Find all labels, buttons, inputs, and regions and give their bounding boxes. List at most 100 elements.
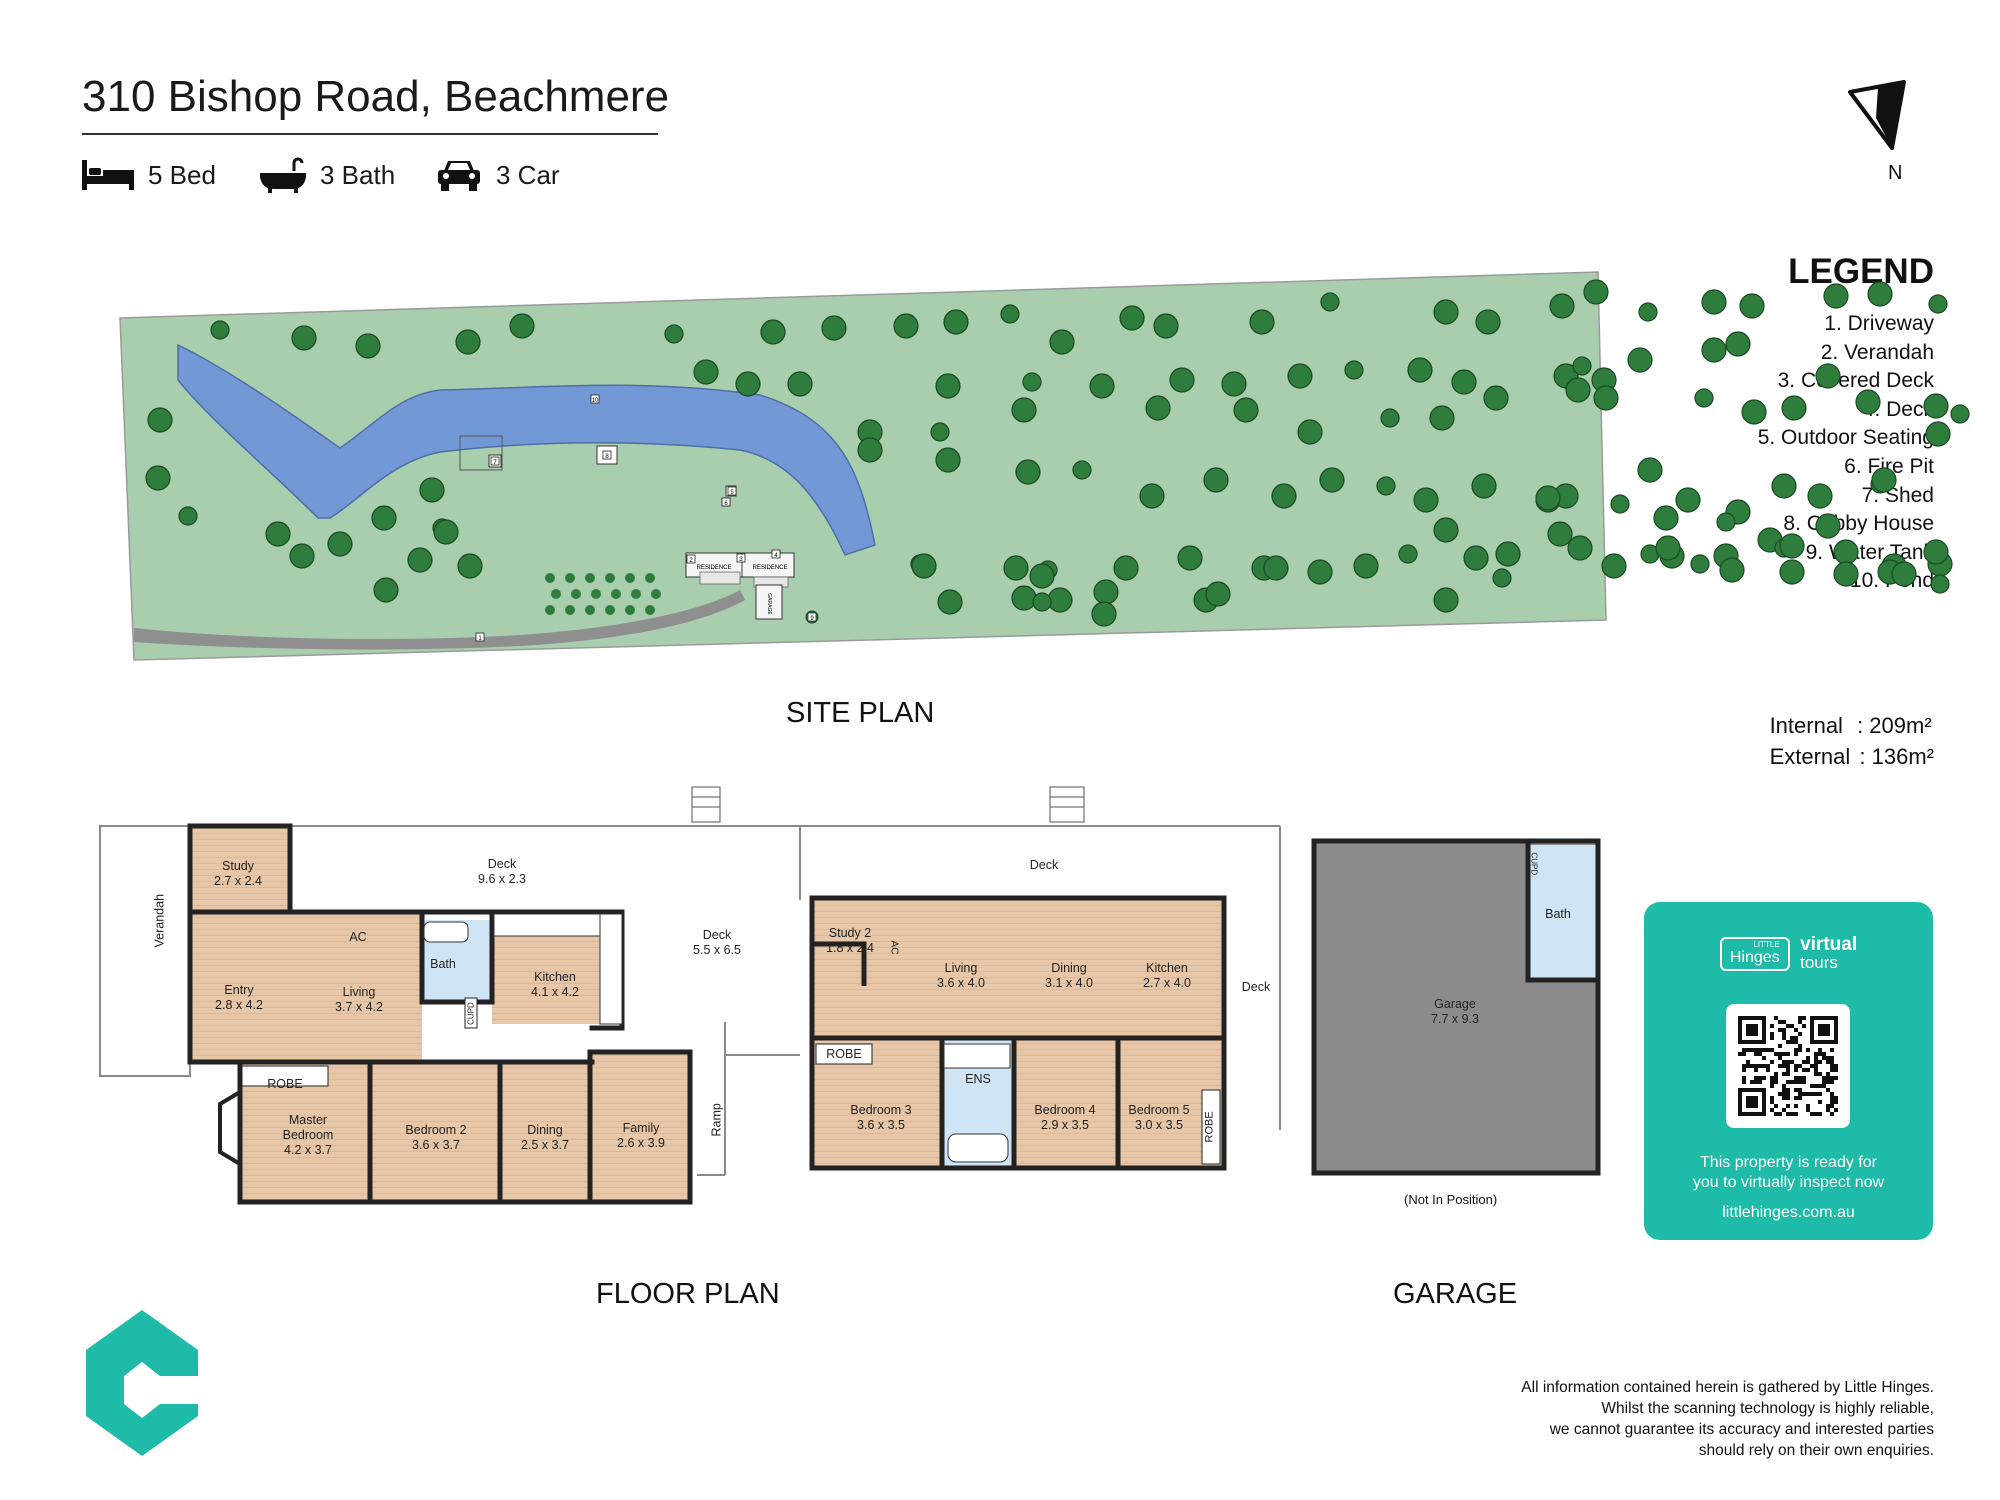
- ensuite-bath: [947, 1133, 1009, 1163]
- tree-icon: [1930, 574, 1950, 594]
- tree-icon: [1015, 459, 1041, 485]
- room-deck-side: Deck: [1241, 980, 1271, 994]
- tree-icon: [943, 309, 969, 335]
- tree-icon: [1307, 559, 1333, 585]
- tree-icon: [821, 315, 847, 341]
- disclaimer-line: Whilst the scanning technology is highly…: [1601, 1400, 1934, 1417]
- tree-icon: [1807, 483, 1833, 509]
- site-trees: [145, 279, 1970, 627]
- tree-icon: [1855, 389, 1881, 415]
- tree-icon: [407, 547, 433, 573]
- tree-icon: [433, 519, 459, 545]
- kitchen-bench: [493, 913, 615, 937]
- north-arrow-icon: [1848, 80, 1906, 150]
- tree-icon: [735, 371, 761, 397]
- shrub-icon: [571, 589, 581, 599]
- svg-text:7: 7: [493, 460, 497, 466]
- promo-url-link[interactable]: littlehinges.com.au: [1722, 1204, 1855, 1221]
- external-value: : 136m²: [1859, 744, 1934, 769]
- robe-a: [241, 1065, 329, 1087]
- brand-tours: tours: [1800, 953, 1838, 972]
- tree-icon: [1145, 395, 1171, 421]
- tree-icon: [1249, 309, 1275, 335]
- tree-icon: [935, 373, 961, 399]
- tree-icon: [1000, 304, 1020, 324]
- floor-plan: [99, 786, 1601, 1205]
- room-verandah: Verandah: [152, 893, 167, 948]
- shrub-icon: [631, 589, 641, 599]
- tree-icon: [1429, 405, 1455, 431]
- tree-icon: [1153, 313, 1179, 339]
- bath-icon: [260, 157, 306, 193]
- legend-item: 4. Deck: [1862, 397, 1934, 421]
- legend-item: 5. Outdoor Seating: [1757, 426, 1934, 450]
- bed-icon: [82, 160, 134, 190]
- tree-icon: [371, 505, 397, 531]
- tree-icon: [1413, 487, 1439, 513]
- north-label: N: [1888, 162, 1903, 184]
- stairs-a: [691, 786, 721, 823]
- tree-icon: [1891, 561, 1917, 587]
- svg-text:10: 10: [592, 398, 599, 404]
- tree-icon: [1297, 419, 1323, 445]
- site-marker: 7: [490, 456, 500, 466]
- robe-c: [1201, 1089, 1221, 1165]
- svg-text:2: 2: [689, 558, 693, 564]
- tree-icon: [1675, 487, 1701, 513]
- site-marker: 10: [590, 394, 600, 404]
- tree-icon: [1433, 299, 1459, 325]
- robe-label: ROBE: [1203, 1111, 1216, 1143]
- svg-text:4: 4: [774, 553, 778, 559]
- site-marker: 2: [686, 554, 696, 564]
- tree-icon: [1003, 555, 1029, 581]
- tree-icon: [1535, 485, 1561, 511]
- little-hinges-logo-icon: [86, 1310, 198, 1456]
- tree-icon: [893, 313, 919, 339]
- shrub-icon: [645, 605, 655, 615]
- tree-icon: [1433, 517, 1459, 543]
- tree-icon: [1923, 393, 1949, 419]
- tree-icon: [857, 437, 883, 463]
- disclaimer-line: All information contained herein is gath…: [1521, 1379, 1934, 1396]
- tree-icon: [1779, 559, 1805, 585]
- site-marker: 8: [602, 450, 612, 460]
- cupboard-label: CUPD: [466, 1002, 476, 1025]
- tree-icon: [1690, 554, 1710, 574]
- tree-icon: [1113, 555, 1139, 581]
- tree-icon: [1547, 521, 1573, 547]
- tree-icon: [1380, 408, 1400, 428]
- garage-position-note: (Not In Position): [1404, 1192, 1498, 1207]
- tree-icon: [1287, 363, 1313, 389]
- bath-count: 3 Bath: [320, 159, 396, 190]
- feature-bath: 3 Bath: [260, 155, 395, 195]
- site-marker: 4: [771, 549, 781, 559]
- svg-text:9: 9: [810, 616, 814, 622]
- room-garage-bath: Bath: [1545, 907, 1571, 921]
- legend-item: 6. Fire Pit: [1844, 454, 1934, 478]
- tree-icon: [1950, 404, 1970, 424]
- internal-value: : 209m²: [1857, 713, 1932, 738]
- site-plan: RESIDENCE RESIDENCE GARAGE 1 2 3 4 5 6 7…: [119, 271, 1970, 661]
- feature-car: 3 Car: [436, 155, 560, 195]
- tree-icon: [1376, 476, 1396, 496]
- shrub-icon: [605, 573, 615, 583]
- tree-icon: [1205, 581, 1231, 607]
- tree-icon: [1119, 305, 1145, 331]
- virtual-tour-card[interactable]: LITTLE Hinges virtual tours This propert…: [1644, 902, 1933, 1240]
- disclaimer: All information contained herein is gath…: [1521, 1377, 1934, 1461]
- tree-icon: [1049, 329, 1075, 355]
- tree-icon: [1833, 561, 1859, 587]
- residence-block: RESIDENCE RESIDENCE GARAGE: [685, 552, 795, 620]
- qr-code[interactable]: [1726, 1004, 1850, 1128]
- driveway: [134, 590, 745, 650]
- ramp-label: Ramp: [709, 1103, 724, 1137]
- site-marker: 6: [721, 497, 731, 507]
- tree-icon: [1263, 555, 1289, 581]
- garage-bath-floor: [1530, 845, 1596, 980]
